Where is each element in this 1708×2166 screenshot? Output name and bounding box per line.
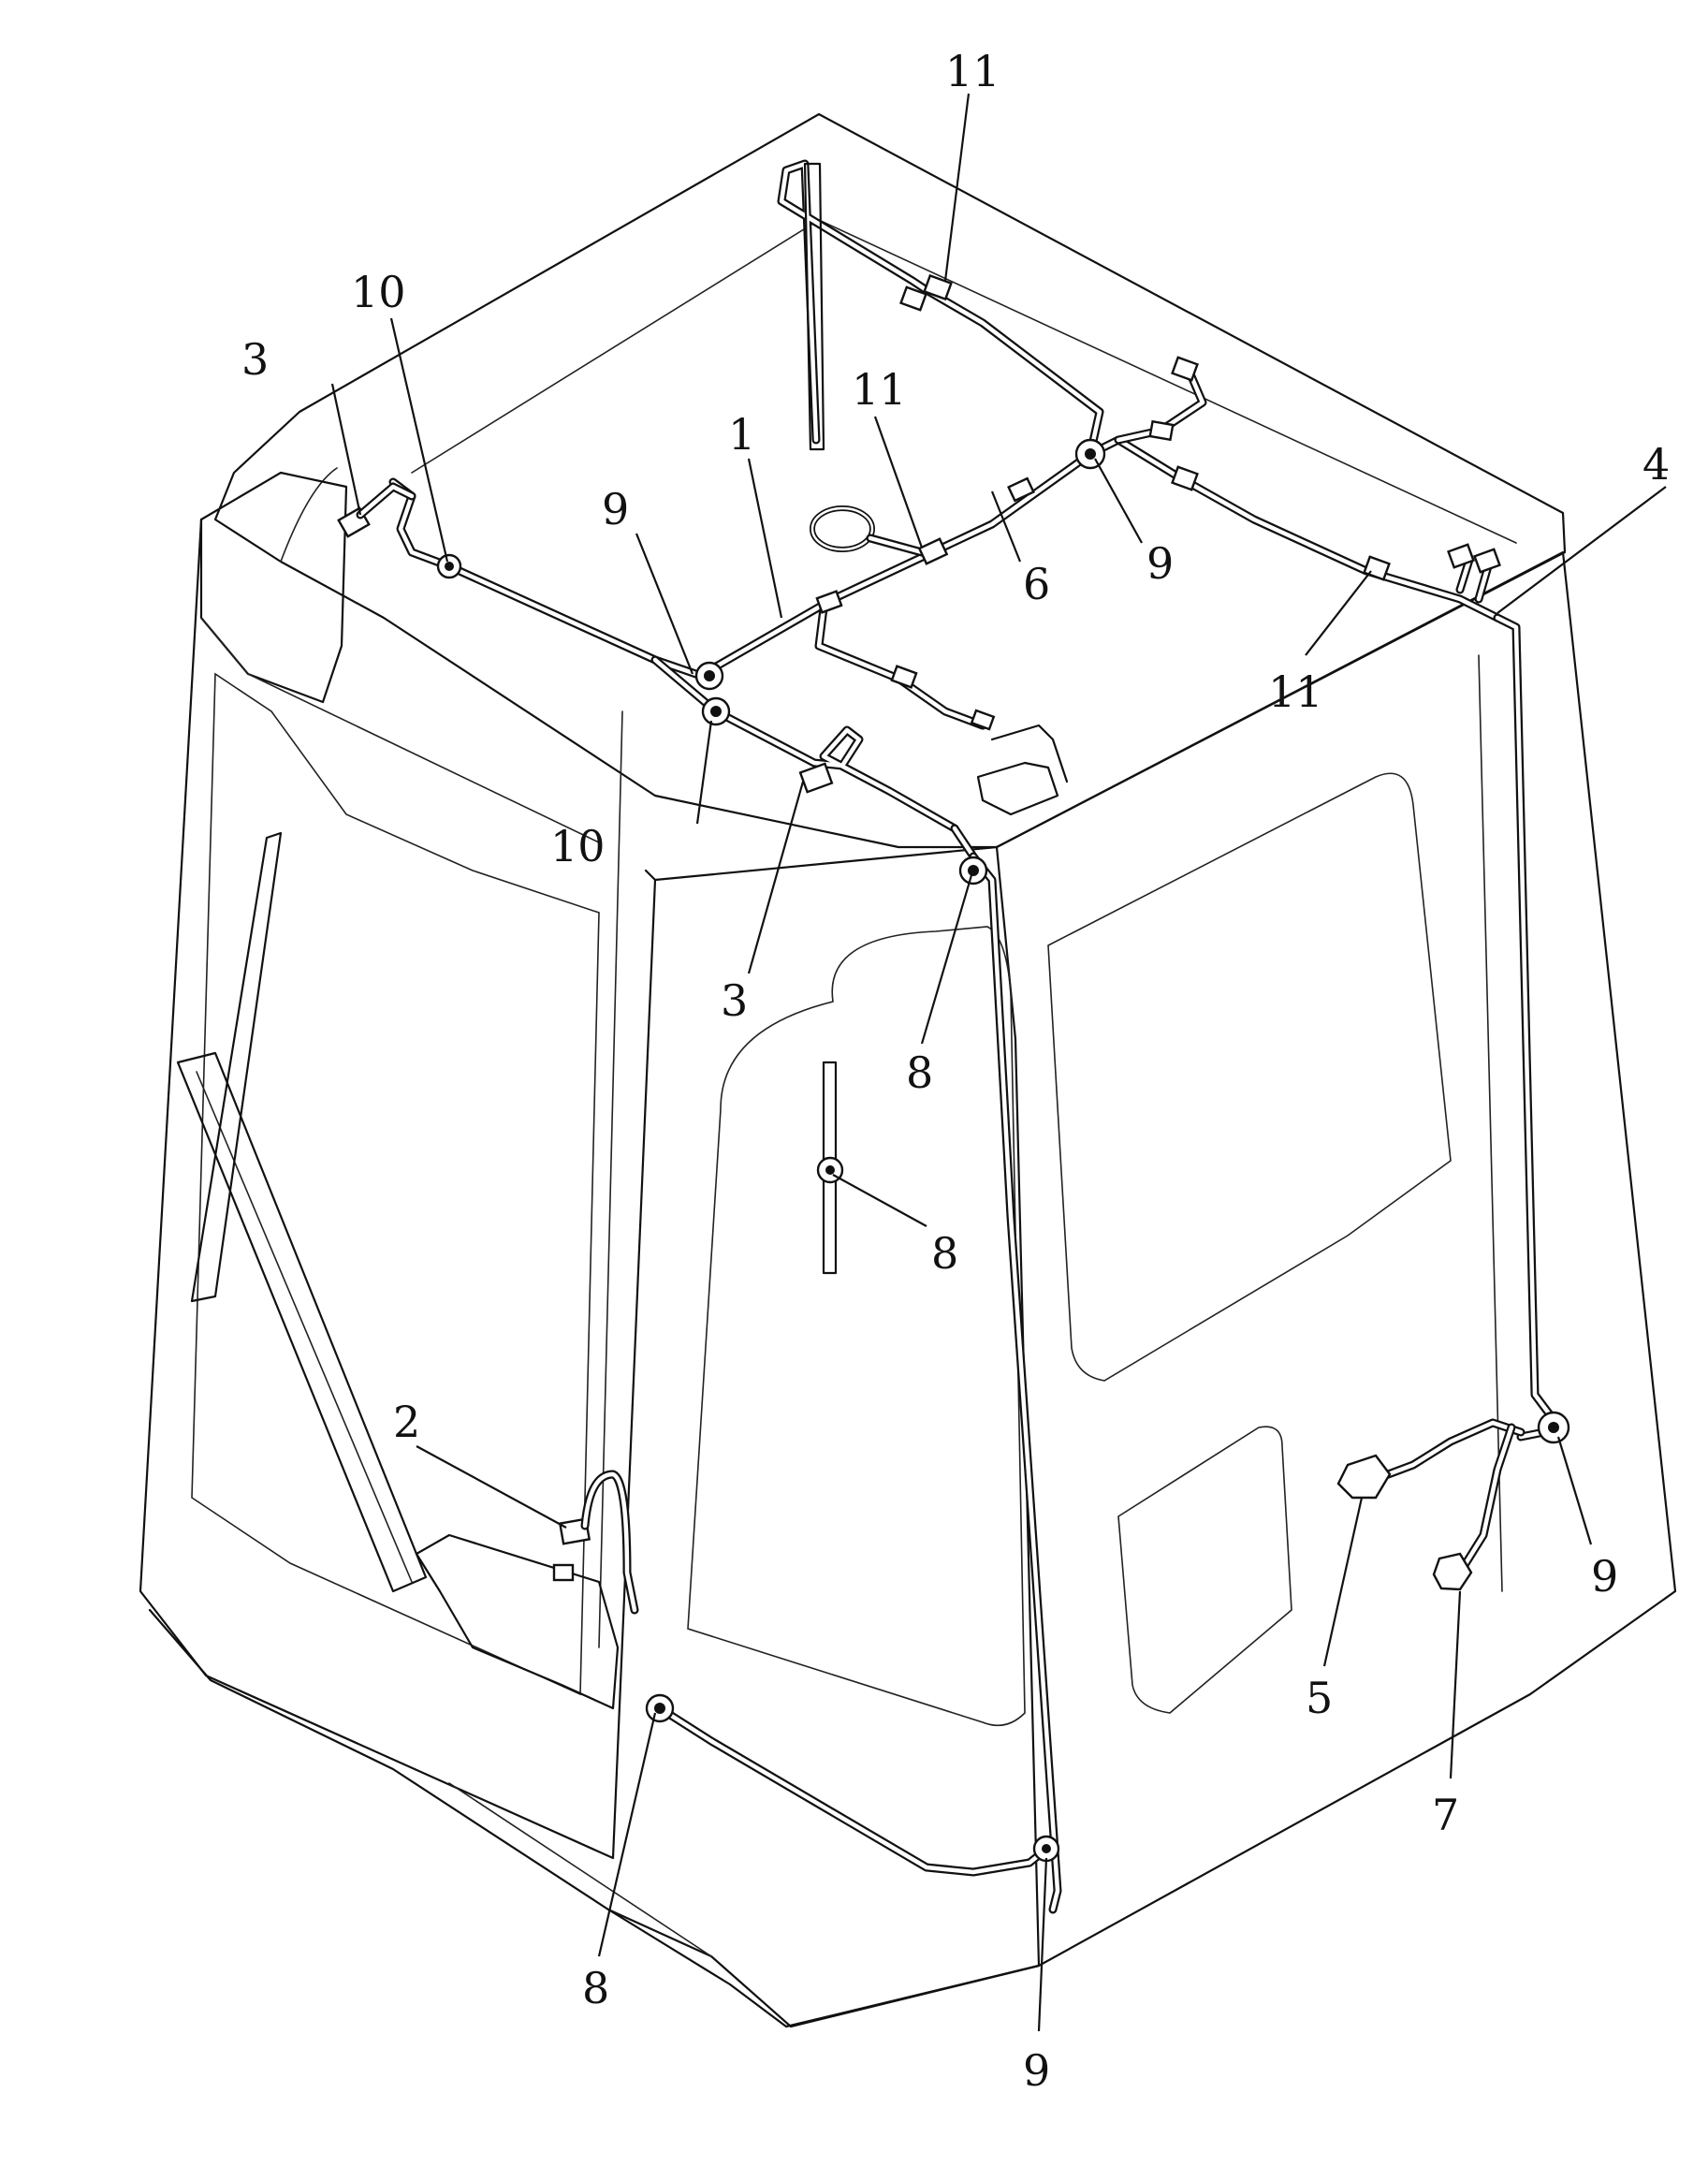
left-front-panel [139,518,657,1860]
callout-6: 6 [1023,559,1050,609]
wiper-motor [415,1533,620,1710]
harness-lower-run [655,1704,1048,1877]
wiper-bracket [552,1563,575,1582]
bottom-step [448,1782,712,1957]
wiper-arm-inner [196,1071,413,1583]
harness-top-loop [777,159,1104,459]
wiper-assembly [176,831,639,1710]
connector-7 [1432,1552,1473,1591]
callout-2: 2 [393,1397,420,1447]
middle-panel [606,845,1041,2028]
callout-4: 4 [1642,439,1670,490]
callout-9-right: 9 [1591,1551,1618,1602]
right-window-lower [1117,1426,1292,1714]
callout-8-detail: 8 [931,1228,958,1279]
callout-9-mid: 9 [1146,538,1174,589]
middle-window [687,926,1026,1727]
harness-right-vertical [1493,613,1554,1442]
callout-10-bottom: 10 [550,821,606,871]
callout-3-top: 3 [241,334,269,385]
roof-harness [388,159,1554,1914]
right-panel [995,550,1677,1968]
cab-body [139,112,1677,2028]
left-window-inner [598,710,623,1648]
callout-7: 7 [1432,1790,1459,1840]
callout-11-mid: 11 [852,364,907,415]
wiper-blade [190,831,283,1303]
roof-outline [213,112,1567,849]
connector-4a [1447,543,1475,569]
callout-9-bottom: 9 [1023,2045,1050,2096]
harness-pillar-run [969,852,1062,1914]
callout-10-top: 10 [351,267,406,317]
callout-5: 5 [1306,1673,1333,1723]
right-window-upper [1047,772,1452,1382]
roof-inner-line [411,219,1517,544]
leader-lines [330,93,1667,2032]
roof-bracket [976,724,1069,816]
roof-rear-edge [280,467,338,563]
callout-11-top: 11 [945,46,1000,96]
bottom-edge [148,1608,1041,2028]
front-header [199,471,348,704]
left-window [191,672,600,1696]
connector-5 [1336,1454,1392,1500]
connectors [337,482,1501,1591]
callout-3-bottom: 3 [721,975,748,1026]
callout-11-right: 11 [1268,666,1323,717]
callout-8-bottom: 8 [582,1963,609,2013]
right-door-frame [1478,654,1503,1592]
roof-pipe [803,162,825,451]
callout-1: 1 [728,409,755,460]
callouts: 11 10 3 11 1 9 6 9 11 4 10 3 8 8 2 5 7 9… [241,46,1670,2096]
front-header-bottom [200,617,600,843]
connector-3-right [798,762,834,794]
callout-8-pillar: 8 [906,1047,933,1098]
callout-9-left: 9 [602,484,629,534]
detail-tube [822,1061,838,1275]
clips [436,273,1570,1863]
wiper-arm [176,1051,428,1593]
connector-4b [1473,548,1501,574]
